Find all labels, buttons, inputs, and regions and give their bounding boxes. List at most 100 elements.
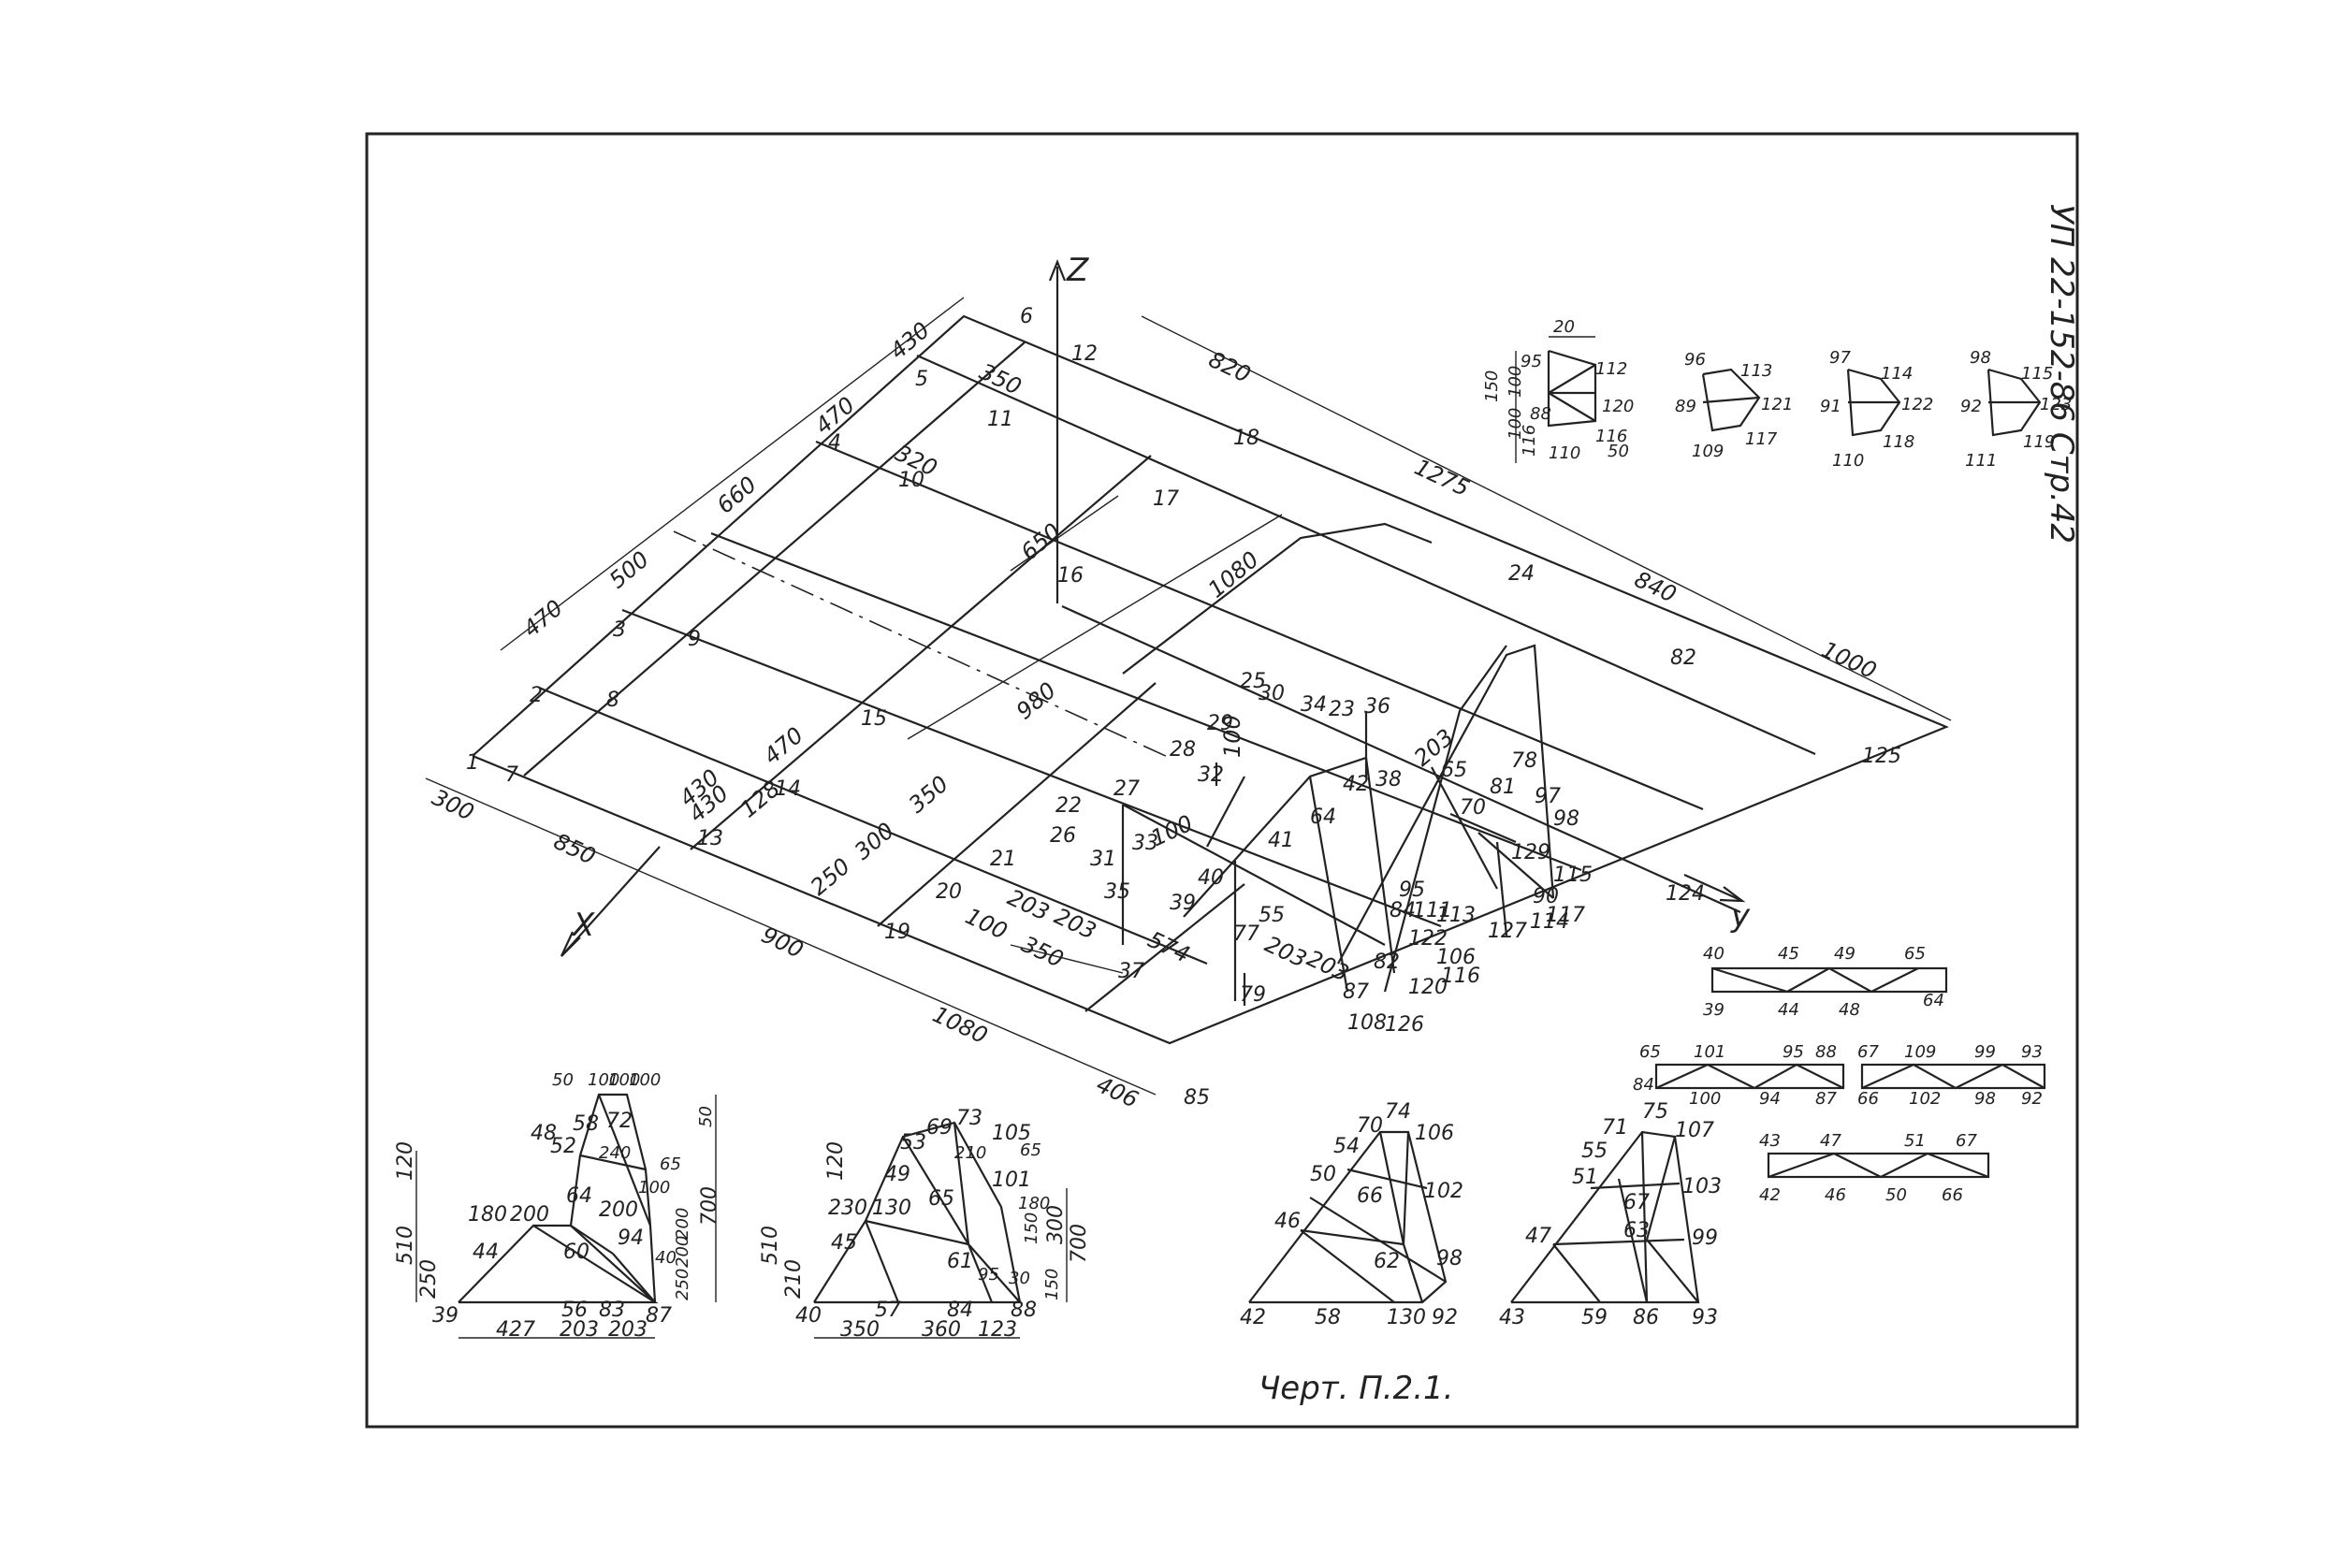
node-label: 43	[1759, 1131, 1781, 1151]
node-label: 39	[1703, 1000, 1725, 1020]
node-label: 42	[1759, 1185, 1781, 1205]
node-label: 113	[1740, 361, 1772, 381]
node-label: 21	[990, 848, 1016, 871]
dimension-value: 180	[1018, 1194, 1050, 1213]
dimension-value: 100	[1506, 408, 1525, 440]
truss-member	[1552, 1238, 1685, 1246]
frame-member	[967, 1243, 994, 1303]
node-label: 67	[1956, 1131, 1977, 1151]
node-outline	[1547, 349, 1597, 428]
dimension-value: 200	[599, 1198, 638, 1222]
node-label: 57	[875, 1299, 901, 1322]
dimension-value: 130	[872, 1197, 911, 1220]
node-label: 93	[1692, 1306, 1718, 1329]
dimension-value: 840	[1630, 566, 1680, 608]
node-label: 120	[1602, 397, 1634, 416]
frame-elevation-b: 40 57 84 88 45 61 65 49 53 69 73 105 101…	[759, 1107, 1091, 1342]
node-label: 91	[1820, 397, 1841, 416]
dimension-value: 40	[655, 1248, 677, 1268]
dimension-line	[500, 297, 965, 651]
node-label: 111	[1413, 899, 1452, 922]
node-label: 33	[1132, 832, 1158, 855]
z-axis-label: Z	[1066, 252, 1089, 289]
dimension-value: 180	[468, 1203, 507, 1227]
dimension-value: 203	[1050, 903, 1099, 945]
node-label: 49	[884, 1163, 910, 1186]
node-label: 31	[1090, 848, 1116, 871]
dimension-line	[1141, 315, 1952, 721]
dimension-value: 100	[961, 903, 1011, 945]
node-label: 7	[505, 763, 518, 787]
truss-member	[1646, 1239, 1699, 1303]
truss-member	[1552, 1243, 1601, 1303]
frame-member	[1449, 812, 1517, 844]
node-label: 112	[1595, 359, 1627, 379]
dimension-value: 150	[1482, 370, 1502, 402]
node-label: 118	[1883, 432, 1914, 452]
node-label: 93	[2021, 1042, 2043, 1062]
node-label: 38	[1375, 768, 1402, 791]
node-label: 48	[531, 1122, 557, 1145]
node-label: 67	[1857, 1042, 1879, 1062]
truss-right: 43 59 86 93 47 63 99 51 67 103 55 71 75 …	[1499, 1100, 1722, 1329]
node-label: 18	[1233, 427, 1259, 450]
dimension-value: 427	[496, 1318, 535, 1342]
center-line	[673, 530, 1171, 759]
grid-line	[877, 682, 1157, 927]
node-label: 122	[1901, 395, 1933, 414]
dimension-value: 470	[810, 392, 860, 440]
node-label: 6	[1020, 305, 1033, 328]
node-label: 92	[1960, 397, 1982, 416]
grid-line	[690, 455, 1152, 850]
drawing-caption: Черт. П.2.1.	[1259, 1370, 1453, 1407]
node-label: 52	[550, 1135, 576, 1158]
isometric-platform: Z X y	[425, 252, 1952, 1096]
node-label: 109	[1904, 1042, 1936, 1062]
bar-outline	[1654, 1063, 1845, 1090]
node-label: 96	[1684, 350, 1706, 370]
node-label: 126	[1385, 1013, 1424, 1037]
dimension-value: 50	[552, 1070, 574, 1090]
bar-details: 40 45 49 65 39 44 48 64 65 101 95 88 84 …	[1633, 944, 2046, 1205]
dimension-value: 250	[417, 1259, 441, 1299]
node-label: 45	[1778, 944, 1799, 964]
node-label: 87	[1815, 1089, 1837, 1109]
node-label: 40	[795, 1304, 822, 1328]
frame-chord	[1122, 522, 1433, 675]
frame-member	[1431, 766, 1498, 890]
grid-line	[1061, 604, 1741, 914]
frame-chord	[1337, 644, 1555, 965]
node-label: 117	[1546, 904, 1585, 927]
node-label: 63	[1623, 1219, 1650, 1242]
node-label: 47	[1525, 1225, 1551, 1248]
node-label: 73	[956, 1107, 982, 1130]
node-label: 129	[1511, 841, 1550, 864]
dimension-value: 100	[638, 1178, 670, 1198]
node-label: 92	[2021, 1089, 2043, 1109]
dimension-value: 100	[588, 1070, 619, 1090]
node-label: 66	[1357, 1184, 1383, 1208]
node-label: 64	[1310, 806, 1336, 829]
node-label: 106	[1436, 946, 1476, 969]
node-detail: 98 115 123 119 111 92	[1960, 348, 2072, 471]
node-label: 32	[1198, 763, 1224, 787]
node-label: 92	[1432, 1306, 1458, 1329]
node-label: 114	[1881, 364, 1913, 384]
truss-member	[1300, 1228, 1404, 1246]
grid-line	[916, 354, 1816, 756]
node-label: 110	[1549, 443, 1580, 463]
dimension-value: 200	[673, 1208, 692, 1240]
node-label: 28	[1170, 738, 1196, 762]
node-label: 4	[828, 431, 841, 455]
dimension-line	[1010, 495, 1119, 572]
dimension-value: 120	[824, 1141, 848, 1181]
node-label: 64	[1923, 991, 1944, 1010]
node-label: 44	[1778, 1000, 1799, 1020]
node-label: 23	[1329, 698, 1355, 721]
dimension-value: 210	[782, 1259, 806, 1299]
node-label: 94	[1759, 1089, 1781, 1109]
node-label: 85	[1184, 1086, 1210, 1110]
node-label: 27	[1113, 777, 1140, 801]
node-outline	[1701, 368, 1761, 432]
